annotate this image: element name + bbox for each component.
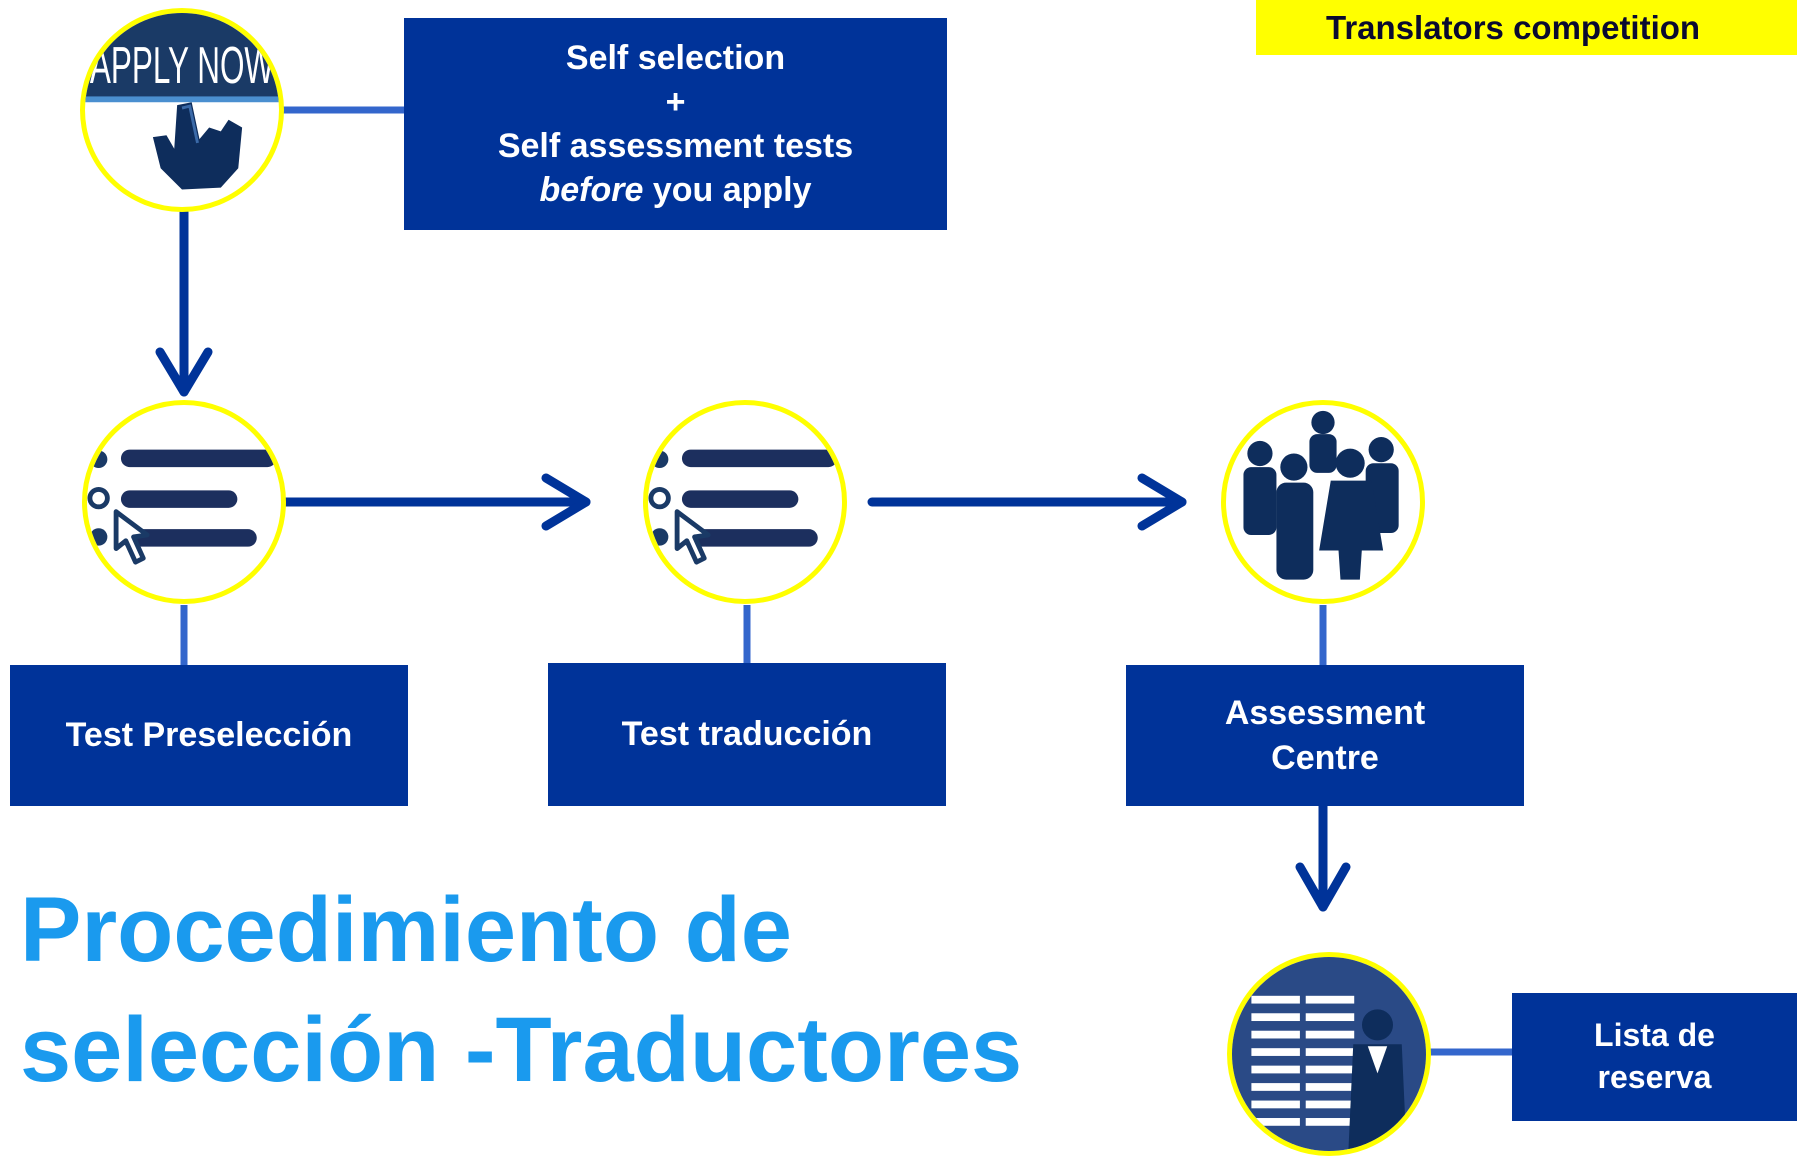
test-traduccion-box: Test traducción (548, 663, 946, 806)
arrow-down-assessment (1295, 800, 1351, 912)
banner-text: Translators competition (1326, 8, 1701, 46)
assessment-centre-line1: Assessment (1224, 694, 1426, 733)
test-preseleccion-box: Test Preselección (10, 665, 408, 806)
assessment-centre-line2: Centre (1271, 738, 1379, 777)
self-selection-line2: + (665, 82, 686, 121)
apply-now-hand-icon: APPLY NOW (80, 8, 284, 212)
lista-reserva-box: Lista de reserva (1512, 993, 1797, 1121)
test-preseleccion-label: Test Preselección (65, 716, 353, 755)
self-selection-you-apply: you apply (643, 171, 812, 210)
page-title: Procedimiento de selección -Traductores (20, 870, 1022, 1110)
title-line1: Procedimiento de (20, 879, 792, 981)
lista-reserva-line2: reserva (1597, 1059, 1712, 1095)
test-traduccion-icon (643, 400, 847, 604)
self-selection-before: before (539, 171, 644, 210)
title-line2: selección -Traductores (20, 999, 1023, 1101)
self-selection-box: Self selection + Self assessment tests b… (404, 18, 947, 230)
self-selection-line1: Self selection (565, 38, 786, 77)
self-selection-line4: before you apply (539, 168, 811, 212)
people-group-icon (1221, 400, 1425, 604)
arrow-right-2 (867, 473, 1187, 531)
list-person-icon (1227, 952, 1431, 1156)
test-traduccion-label: Test traducción (621, 715, 873, 754)
arrow-down-apply (155, 205, 213, 397)
test-preselection-icon (82, 400, 286, 604)
svg-text:APPLY NOW: APPLY NOW (90, 37, 275, 95)
arrow-right-1 (275, 473, 591, 531)
assessment-centre-box: Assessment Centre (1126, 665, 1524, 806)
lista-reserva-line1: Lista de (1594, 1017, 1715, 1054)
competition-banner: Translators competition (1256, 0, 1797, 55)
self-selection-line3: Self assessment tests (497, 127, 854, 165)
